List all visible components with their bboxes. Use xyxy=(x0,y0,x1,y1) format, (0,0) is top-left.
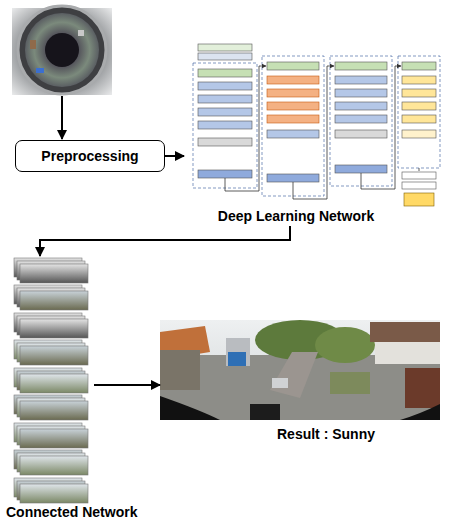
layer-box xyxy=(267,115,319,123)
thumbnail-stack xyxy=(14,258,88,503)
result-image-node: Result : Sunny xyxy=(160,318,442,446)
layer-box xyxy=(267,130,319,138)
layer-box xyxy=(198,95,252,103)
block-outline xyxy=(193,63,257,188)
thumbnail xyxy=(20,319,88,338)
layer-box xyxy=(198,53,252,60)
node-label: Connected Network xyxy=(4,504,139,520)
roof xyxy=(270,352,318,398)
block-link xyxy=(419,168,420,171)
container xyxy=(226,338,250,366)
garden xyxy=(330,372,370,394)
layer-box xyxy=(335,130,387,138)
flow-arrow xyxy=(40,226,290,256)
layer-box xyxy=(335,62,387,70)
process-box: Preprocessing xyxy=(15,140,165,172)
layer-box xyxy=(335,89,387,97)
thumbnail xyxy=(20,401,88,420)
fisheye-detail xyxy=(36,68,44,73)
car xyxy=(272,378,288,388)
fisheye-detail xyxy=(30,40,36,49)
layer-box xyxy=(267,102,319,110)
node-label: Preprocessing xyxy=(41,148,138,164)
thumbnail xyxy=(20,429,88,448)
block-outline xyxy=(398,56,440,168)
block-link xyxy=(361,66,401,189)
brick-stack xyxy=(405,368,440,408)
thumbnail xyxy=(20,291,88,310)
block-link xyxy=(225,66,266,191)
network-figure xyxy=(193,44,440,206)
layer-box xyxy=(402,182,436,189)
thumbnail xyxy=(20,346,88,365)
vignette xyxy=(400,404,440,420)
fisheye-lens xyxy=(18,6,106,94)
layer-box xyxy=(402,76,436,84)
fisheye-detail xyxy=(78,30,84,36)
block-link xyxy=(293,66,334,199)
layer-box xyxy=(198,121,252,129)
network-node: Deep Learning Network xyxy=(184,40,445,226)
block-outline xyxy=(262,56,324,196)
layer-box xyxy=(335,165,387,173)
layer-box xyxy=(267,76,319,84)
thumbnail xyxy=(20,456,88,475)
block-outline xyxy=(330,56,392,186)
trees xyxy=(315,327,375,363)
fisheye-center xyxy=(45,33,79,67)
layer-box xyxy=(267,174,319,182)
layer-box xyxy=(402,89,436,97)
layer-box xyxy=(335,115,387,123)
flow-arrow xyxy=(61,96,63,139)
layer-box xyxy=(335,102,387,110)
result-box xyxy=(404,193,434,206)
layer-box xyxy=(402,102,436,110)
layer-box xyxy=(335,76,387,84)
image-stack-node: Connected Network xyxy=(12,256,94,504)
layer-box xyxy=(402,130,436,138)
fisheye-scene xyxy=(25,13,99,87)
sky xyxy=(160,320,440,420)
layer-box xyxy=(198,138,252,146)
layer-box xyxy=(198,108,252,116)
thumbnail xyxy=(20,484,88,503)
node-label: Result : Sunny xyxy=(220,426,432,442)
layer-box xyxy=(198,82,252,90)
layer-box xyxy=(402,172,436,179)
layer-box xyxy=(402,115,436,123)
vignette xyxy=(250,404,280,420)
fisheye-image xyxy=(12,6,112,95)
layer-box xyxy=(402,62,436,70)
roof xyxy=(370,322,440,342)
thumbnail xyxy=(20,374,88,393)
thumbnail xyxy=(20,264,88,283)
panorama-image xyxy=(160,320,440,420)
node-label: Deep Learning Network xyxy=(190,208,402,224)
layer-box xyxy=(198,44,252,51)
flow-arrow xyxy=(165,155,184,157)
flow-arrow xyxy=(94,384,160,386)
building xyxy=(160,350,200,390)
container xyxy=(228,352,246,366)
layer-box xyxy=(267,89,319,97)
layer-box xyxy=(198,69,252,77)
layer-box xyxy=(267,62,319,70)
layer-box xyxy=(198,170,252,178)
building xyxy=(375,342,440,364)
vignette xyxy=(160,396,220,420)
